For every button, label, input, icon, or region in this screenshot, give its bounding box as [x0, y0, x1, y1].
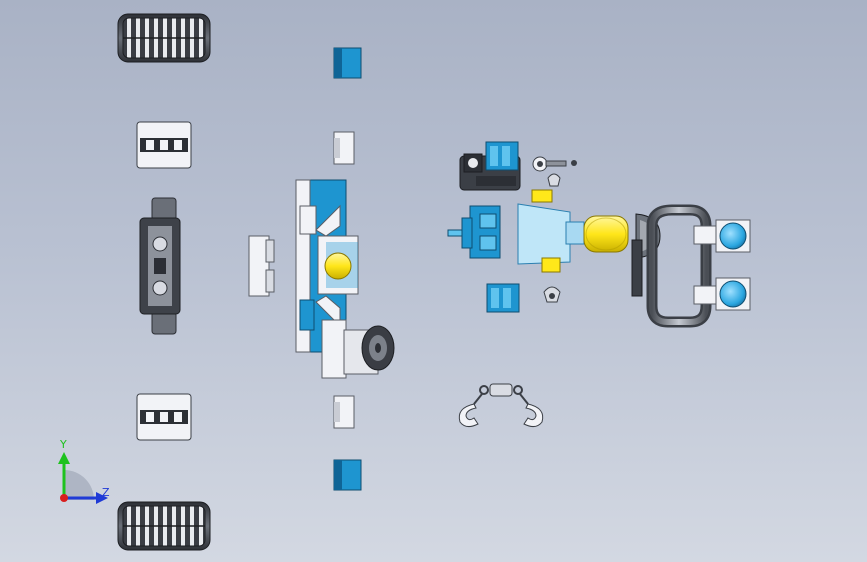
wheel-hub-top[interactable] [136, 121, 192, 169]
stud-upper[interactable] [693, 219, 751, 253]
clip-upper[interactable] [547, 173, 561, 187]
connector-pin[interactable] [532, 156, 577, 172]
blue-stud-block[interactable] [486, 283, 520, 313]
blue-brick-top[interactable] [333, 47, 362, 79]
wheel-hub-bottom[interactable] [136, 393, 192, 441]
front-connector-block[interactable] [447, 205, 501, 259]
white-plate-bottom[interactable] [333, 395, 355, 429]
main-chassis[interactable] [295, 179, 359, 353]
motor-housing[interactable] [459, 141, 521, 191]
clip-lower[interactable] [543, 286, 561, 303]
axle-assembly[interactable] [139, 197, 181, 335]
stud-lower[interactable] [693, 277, 751, 311]
hook-chain[interactable] [458, 383, 544, 428]
cockpit-body[interactable] [517, 189, 585, 273]
yellow-cylinder[interactable] [583, 215, 629, 253]
rear-wheel-mount[interactable] [321, 319, 395, 379]
blue-brick-bottom[interactable] [333, 459, 362, 491]
tire-top[interactable] [117, 13, 211, 63]
triad-z-label: Z [102, 486, 110, 499]
coordinate-triad: Y Z [58, 438, 110, 504]
side-plate[interactable] [248, 235, 275, 297]
triad-y-label: Y [59, 438, 67, 451]
white-plate-top[interactable] [333, 131, 355, 165]
tire-bottom[interactable] [117, 501, 211, 551]
handlebar-loop[interactable] [646, 204, 712, 328]
